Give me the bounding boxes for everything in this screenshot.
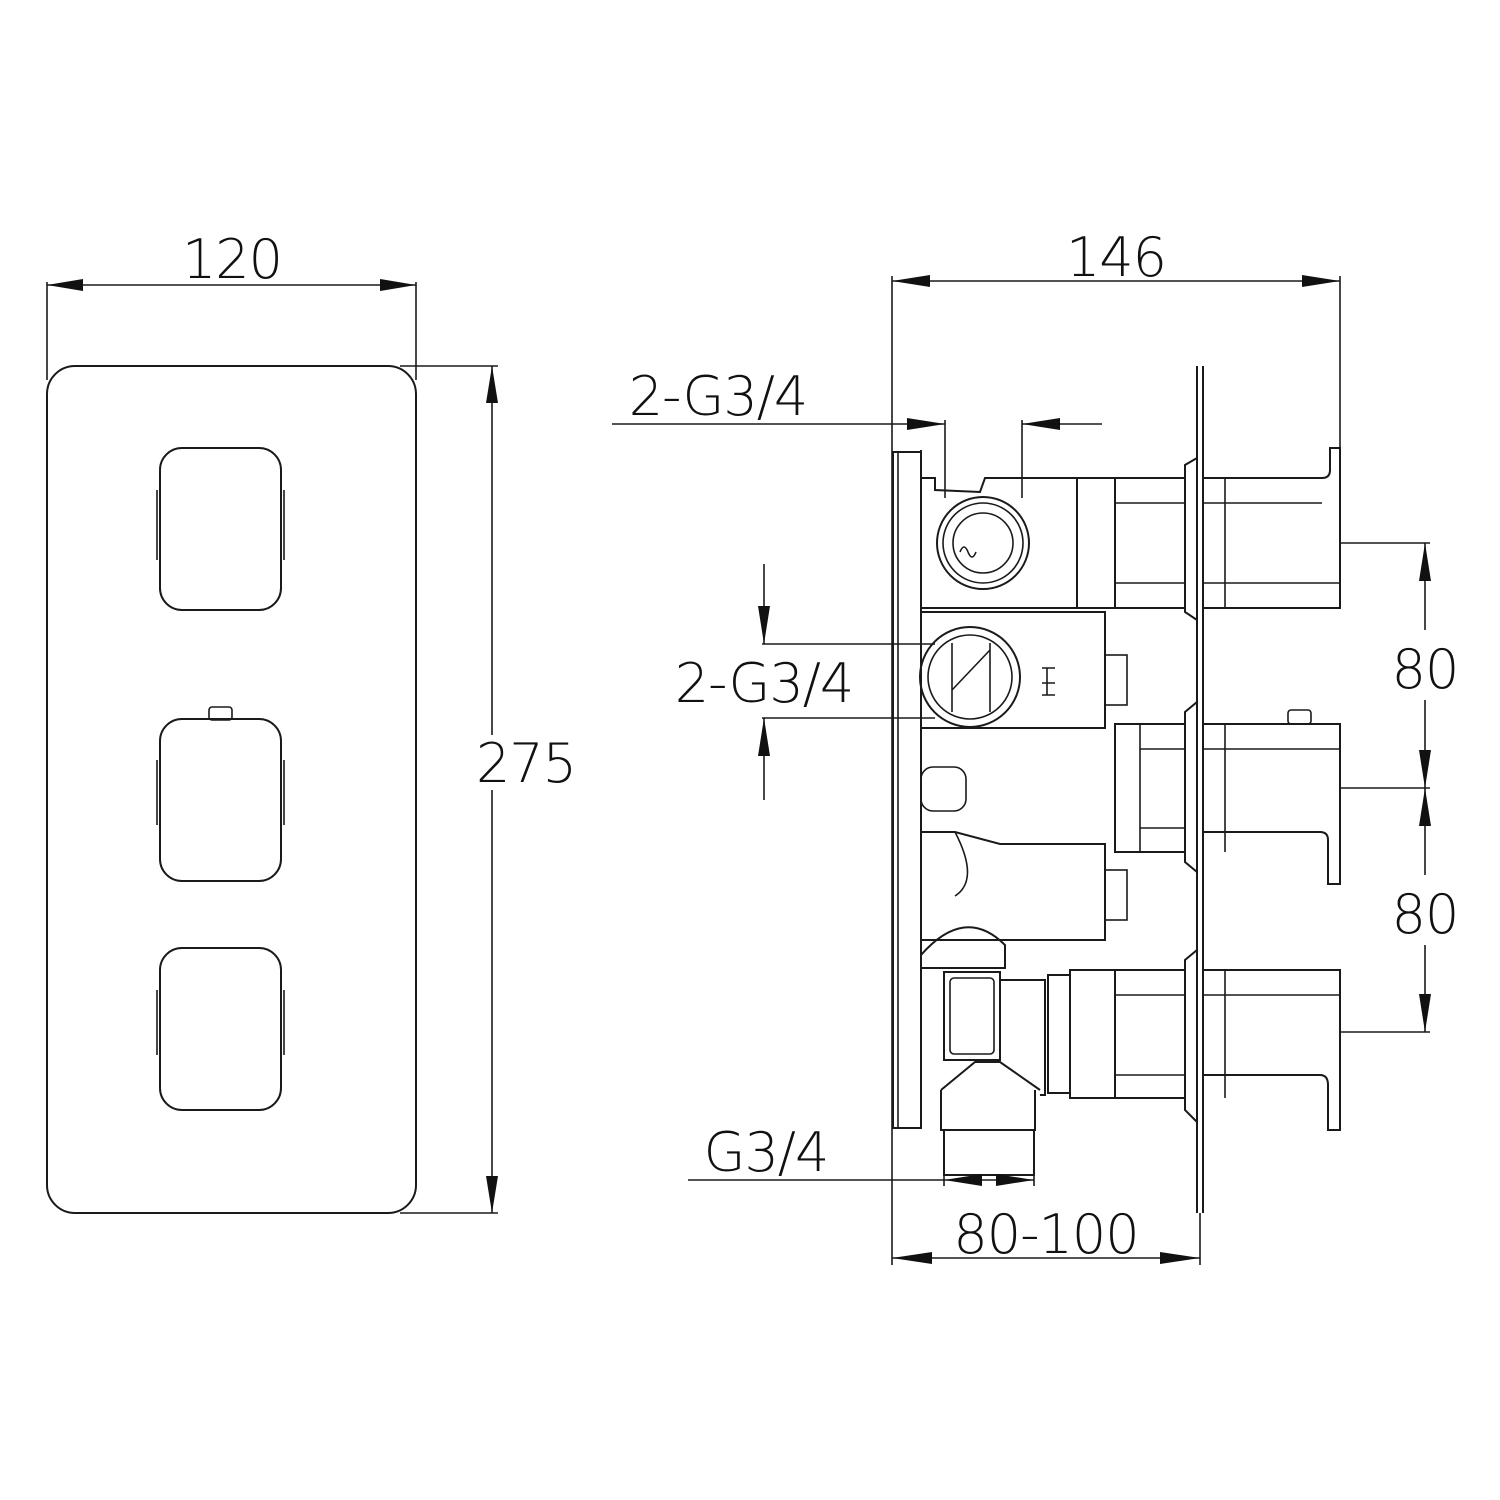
top-inlet-dimension — [612, 418, 1102, 498]
middle-handle — [156, 706, 285, 882]
height-dimension — [400, 365, 498, 1214]
spacing-upper-label: 80 — [1392, 638, 1459, 701]
width-dimension — [46, 279, 417, 380]
outlet-label: G3/4 — [704, 1121, 829, 1184]
wall-depth-dimension — [892, 1213, 1201, 1265]
spacing-lower-label: 80 — [1392, 883, 1459, 946]
cover-plate — [1196, 366, 1204, 1213]
width-label: 120 — [182, 228, 282, 291]
middle-valve-body — [919, 611, 1128, 941]
bottom-valve-body — [920, 926, 1341, 1176]
side-view: 146 — [612, 226, 1459, 1266]
height-label: 275 — [476, 732, 576, 795]
middle-inlet-dimension — [758, 564, 935, 800]
hot-inlet-port — [919, 626, 1021, 728]
depth-label: 146 — [1066, 226, 1166, 289]
top-inlet-port — [936, 496, 1030, 590]
front-plate — [46, 365, 417, 1214]
top-valve-body — [920, 447, 1341, 621]
wall-depth-label: 80-100 — [953, 1203, 1138, 1266]
middle-inlet-label: 2-G3/4 — [675, 652, 854, 715]
top-inlet-label: 2-G3/4 — [629, 365, 808, 428]
top-handle — [156, 447, 285, 611]
middle-handle-side — [1114, 701, 1341, 885]
outlet-dimension — [688, 1174, 1035, 1186]
handle-spacing-dimension — [1340, 542, 1431, 1033]
bottom-handle — [156, 947, 285, 1111]
front-view: 120 275 — [46, 228, 577, 1214]
